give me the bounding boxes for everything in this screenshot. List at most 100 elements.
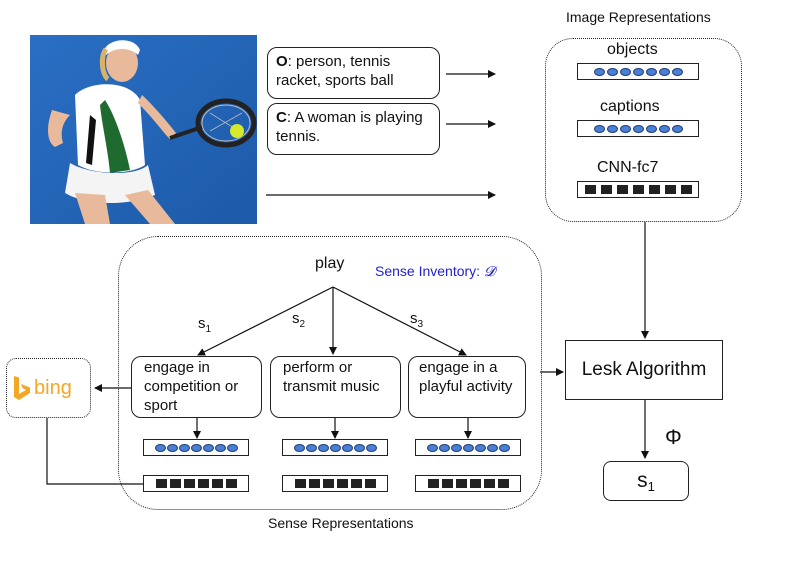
output-sense-letter: s [637,469,648,492]
vector-cell [498,443,510,452]
sense-inventory-label: Sense Inventory: 𝓓 [375,263,495,280]
output-sense-sub: 1 [647,478,655,494]
objects-text-box: O: person, tennis racket, sports ball [267,47,440,99]
sense-1-dot-vector [143,439,249,456]
vector-cell [169,479,181,488]
caption-prefix: C [276,109,287,126]
sense-inventory-text: Sense Inventory: [375,263,484,279]
sense-3-square-vector [415,475,521,492]
objects-vector [577,63,699,80]
image-representations-group [545,38,742,222]
vector-cell [329,443,341,452]
sense-2-square-vector [282,475,388,492]
captions-label: captions [600,98,660,115]
vector-cell [606,124,618,133]
phi-symbol: Φ [665,426,682,449]
vector-cell [178,443,190,452]
vector-cell [211,479,223,488]
vector-cell [350,479,362,488]
vector-cell [486,443,498,452]
image-representations-title: Image Representations [566,9,711,25]
vector-cell [619,124,631,133]
tennis-player-image [30,35,257,224]
vector-cell [616,185,628,194]
sense-1-sub: 1 [205,324,212,335]
objects-text: : person, tennis racket, sports ball [276,53,394,89]
captions-vector [577,120,699,137]
sense-inventory-symbol: 𝓓 [483,264,495,280]
vector-cell [469,479,481,488]
vector-cell [497,479,509,488]
vector-cell [293,443,305,452]
vector-cell [166,443,178,452]
objects-prefix: O [276,53,288,70]
lesk-algorithm-label: Lesk Algorithm [581,359,707,380]
sense-3-label: s3 [410,310,423,330]
bing-icon [14,376,30,400]
sense-1-definition: engage in competition or sport [131,356,262,418]
vector-cell [632,185,644,194]
sense-representations-group [118,236,542,510]
vector-cell [593,67,605,76]
vector-cell [455,479,467,488]
sense-1-square-vector [143,475,249,492]
vector-cell [658,124,670,133]
vector-cell [322,479,334,488]
bing-logo: bing [12,374,72,402]
vector-cell [658,67,670,76]
vector-cell [645,124,657,133]
vector-cell [155,479,167,488]
vector-cell [365,443,377,452]
sense-1-label: s1 [198,315,211,335]
vector-cell [317,443,329,452]
vector-cell [308,479,320,488]
target-word: play [315,255,345,272]
vector-cell [154,443,166,452]
cnn-label: CNN-fc7 [597,159,659,176]
sense-2-sub: 2 [299,319,306,330]
sense-2-letter: s [292,310,300,327]
vector-cell [645,67,657,76]
vector-cell [462,443,474,452]
vector-cell [450,443,462,452]
sense-2-definition: perform or transmit music [270,356,401,418]
sense-representations-title: Sense Representations [268,515,414,531]
sense-3-sub: 3 [417,319,424,330]
vector-cell [600,185,612,194]
vector-cell [632,67,644,76]
vector-cell [225,479,237,488]
vector-cell [364,479,376,488]
sense-1-letter: s [198,315,206,332]
vector-cell [619,67,631,76]
vector-cell [441,479,453,488]
vector-cell [305,443,317,452]
caption-text-box: C: A woman is playing tennis. [267,103,440,155]
vector-cell [593,124,605,133]
vector-cell [648,185,660,194]
vector-cell [664,185,676,194]
vector-cell [671,67,683,76]
vector-cell [474,443,486,452]
objects-label: objects [607,41,658,58]
vector-cell [353,443,365,452]
vector-cell [438,443,450,452]
caption-text: : A woman is playing tennis. [276,109,423,145]
vector-cell [214,443,226,452]
sense-3-definition: engage in a playful activity [408,356,526,418]
vector-cell [671,124,683,133]
vector-cell [426,443,438,452]
vector-cell [294,479,306,488]
sense-3-letter: s [410,310,418,327]
vector-cell [202,443,214,452]
lesk-algorithm-box: Lesk Algorithm [565,340,723,400]
vector-cell [336,479,348,488]
vector-cell [427,479,439,488]
vector-cell [584,185,596,194]
bing-text: bing [34,376,72,399]
cnn-vector [577,181,699,198]
sense-3-dot-vector [415,439,521,456]
bing-group [6,358,91,418]
vector-cell [606,67,618,76]
